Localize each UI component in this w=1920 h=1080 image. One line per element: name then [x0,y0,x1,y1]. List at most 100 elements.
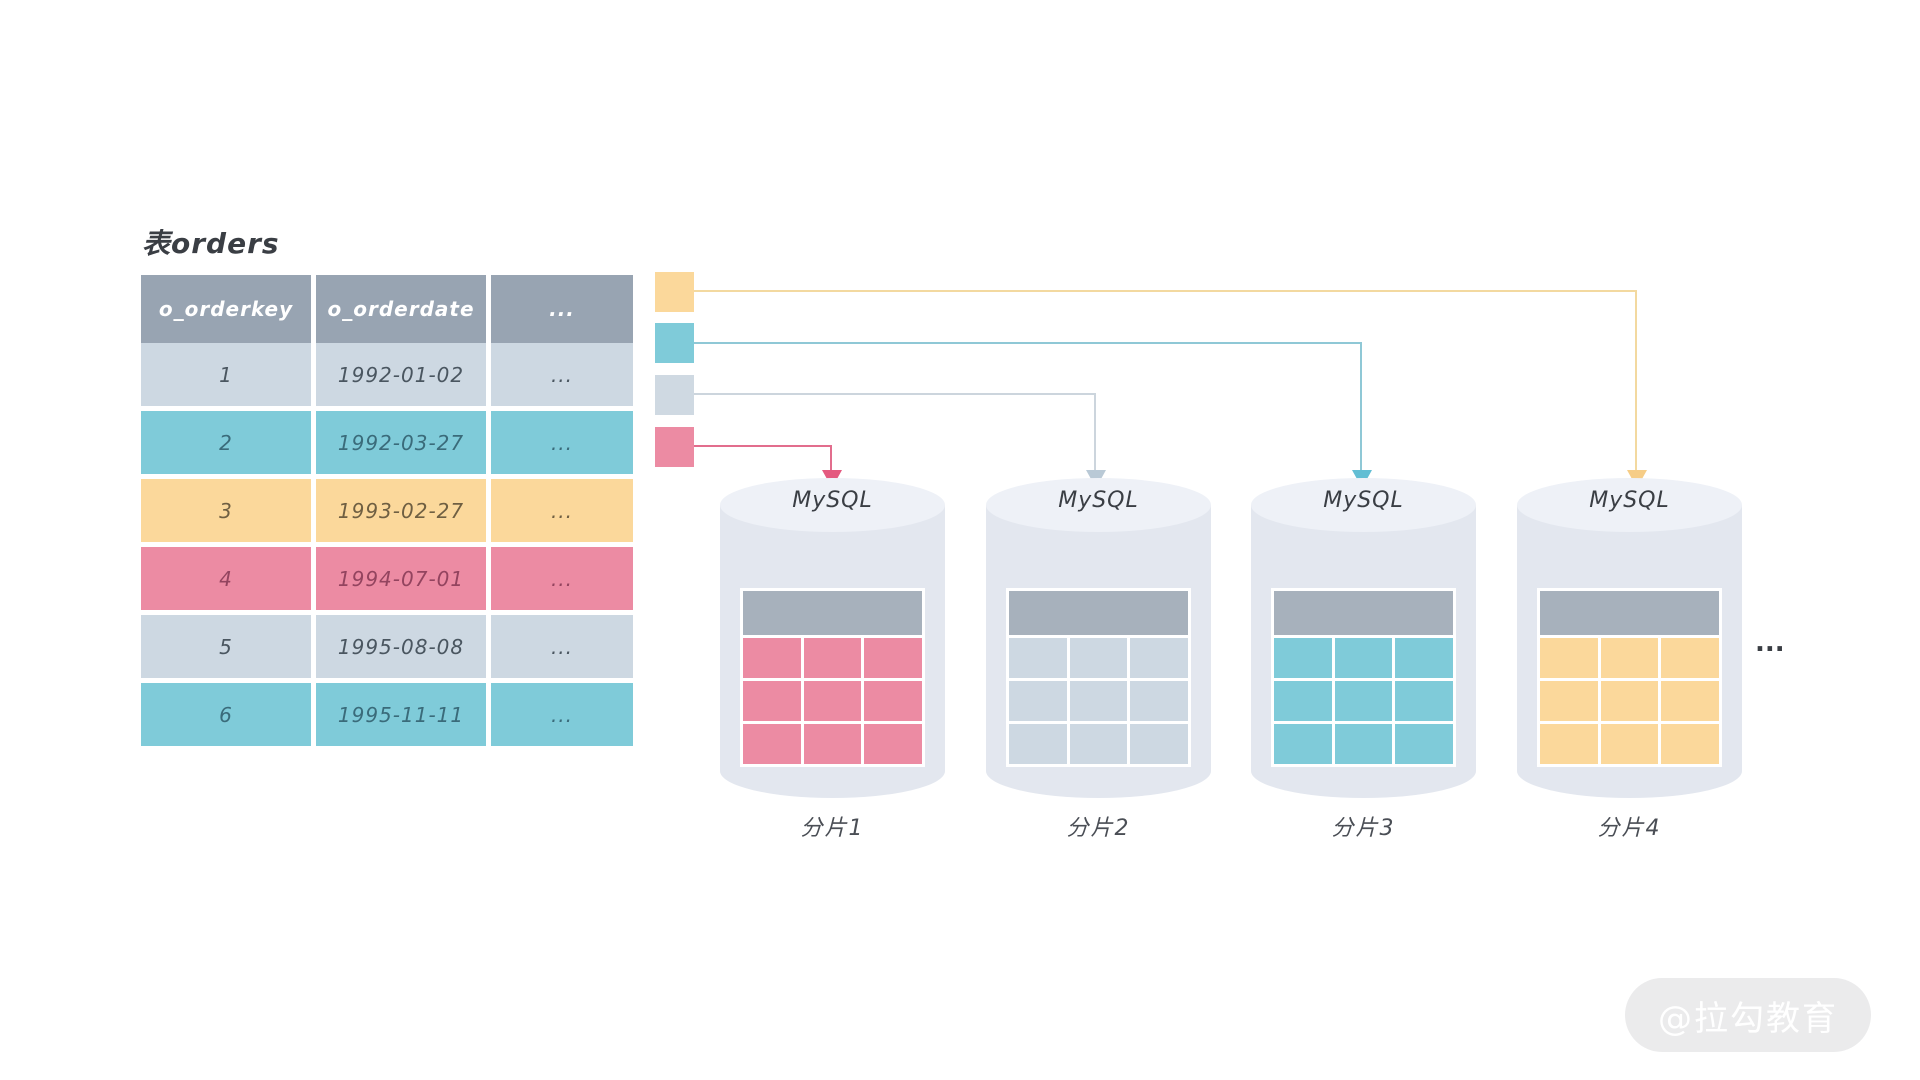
shard-grid-cell [1600,638,1659,678]
table-cell-date: 1995-11-11 [316,683,486,746]
shard-grid-cell [1600,681,1659,721]
connector-yellow-line [694,290,1637,292]
shard-grid-cell [1600,724,1659,764]
shard-table [1006,588,1191,767]
watermark-badge: @拉勾教育 [1625,978,1871,1052]
shard-grid-cell [1334,681,1393,721]
shard-grid [743,638,922,764]
table-cell-date: 1995-08-08 [316,615,486,678]
shard-grid-cell [743,638,801,678]
shard-grid-cell [1540,638,1598,678]
connector-pink-line [694,445,832,447]
table-header-orderkey: o_orderkey [141,275,311,343]
table-cell-date: 1994-07-01 [316,547,486,610]
shard-grid-cell [864,724,922,764]
shard-label-2: 分片2 [1066,816,1131,841]
shard-grid-cell [1395,681,1453,721]
mysql-label: MySQL [1323,488,1404,513]
shard-label-4: 分片4 [1597,816,1662,841]
shard-table-header [1540,591,1719,635]
shard-grid-cell [1009,638,1067,678]
shard-table [740,588,925,767]
shard-grid-cell [1274,724,1332,764]
shard-grid-cell [1334,638,1393,678]
table-cell-more: ... [491,411,633,474]
table-cell-key: 4 [141,547,311,610]
shard-grid-cell [1009,724,1067,764]
shard-grid-cell [1540,724,1598,764]
more-shards-ellipsis: ... [1755,628,1785,658]
connector-gray-line [694,393,1096,395]
shard-grid-cell [1334,724,1393,764]
page-title: 表orders [142,227,280,260]
connector-gray-line [1094,393,1096,470]
shard-label-1: 分片1 [800,816,865,841]
table-header-more: ... [491,275,633,343]
connector-teal-line [694,342,1362,344]
table-header-orderdate: o_orderdate [316,275,486,343]
cylinder-top [720,478,945,532]
shard-grid-cell [1130,638,1188,678]
shard-table [1271,588,1456,767]
legend-swatch-teal [655,323,694,363]
shard-grid-cell [864,638,922,678]
table-cell-more: ... [491,343,633,406]
cylinder-top [986,478,1211,532]
database-cylinder-shard1: MySQL [720,478,945,798]
shard-grid-cell [1661,724,1719,764]
shard-grid-cell [1069,681,1128,721]
table-cell-key: 6 [141,683,311,746]
mysql-label: MySQL [792,488,873,513]
shard-grid-cell [1274,681,1332,721]
shard-grid-cell [1661,681,1719,721]
shard-grid-cell [1661,638,1719,678]
shard-grid-cell [1069,638,1128,678]
shard-grid-cell [803,724,862,764]
table-cell-more: ... [491,479,633,542]
table-cell-more: ... [491,683,633,746]
shard-grid-cell [1130,681,1188,721]
shard-grid [1274,638,1453,764]
shard-table-header [1274,591,1453,635]
orders-table: o_orderkey o_orderdate ... 1 1992-01-02 … [141,275,633,746]
shard-grid-cell [1069,724,1128,764]
connector-teal-line [1360,342,1362,470]
shard-label-3: 分片3 [1331,816,1396,841]
table-cell-key: 1 [141,343,311,406]
shard-grid-cell [1540,681,1598,721]
shard-table-header [1009,591,1188,635]
shard-table-header [743,591,922,635]
table-cell-more: ... [491,547,633,610]
table-cell-date: 1992-01-02 [316,343,486,406]
legend-swatch-gray [655,375,694,415]
table-cell-date: 1992-03-27 [316,411,486,474]
table-cell-key: 2 [141,411,311,474]
shard-grid-cell [803,638,862,678]
shard-grid [1540,638,1719,764]
database-cylinder-shard3: MySQL [1251,478,1476,798]
shard-grid-cell [1274,638,1332,678]
cylinder-top [1251,478,1476,532]
database-cylinder-shard4: MySQL [1517,478,1742,798]
legend-swatch-yellow [655,272,694,312]
shard-grid-cell [864,681,922,721]
table-cell-more: ... [491,615,633,678]
table-cell-key: 5 [141,615,311,678]
shard-grid-cell [1009,681,1067,721]
connector-pink-line [830,445,832,470]
shard-grid-cell [803,681,862,721]
shard-grid-cell [743,681,801,721]
database-cylinder-shard2: MySQL [986,478,1211,798]
connector-yellow-line [1635,290,1637,470]
legend-swatch-pink [655,427,694,467]
shard-grid-cell [1395,638,1453,678]
shard-grid-cell [1130,724,1188,764]
table-cell-date: 1993-02-27 [316,479,486,542]
cylinder-top [1517,478,1742,532]
shard-grid-cell [1395,724,1453,764]
mysql-label: MySQL [1058,488,1139,513]
shard-grid [1009,638,1188,764]
shard-grid-cell [743,724,801,764]
mysql-label: MySQL [1589,488,1670,513]
shard-table [1537,588,1722,767]
